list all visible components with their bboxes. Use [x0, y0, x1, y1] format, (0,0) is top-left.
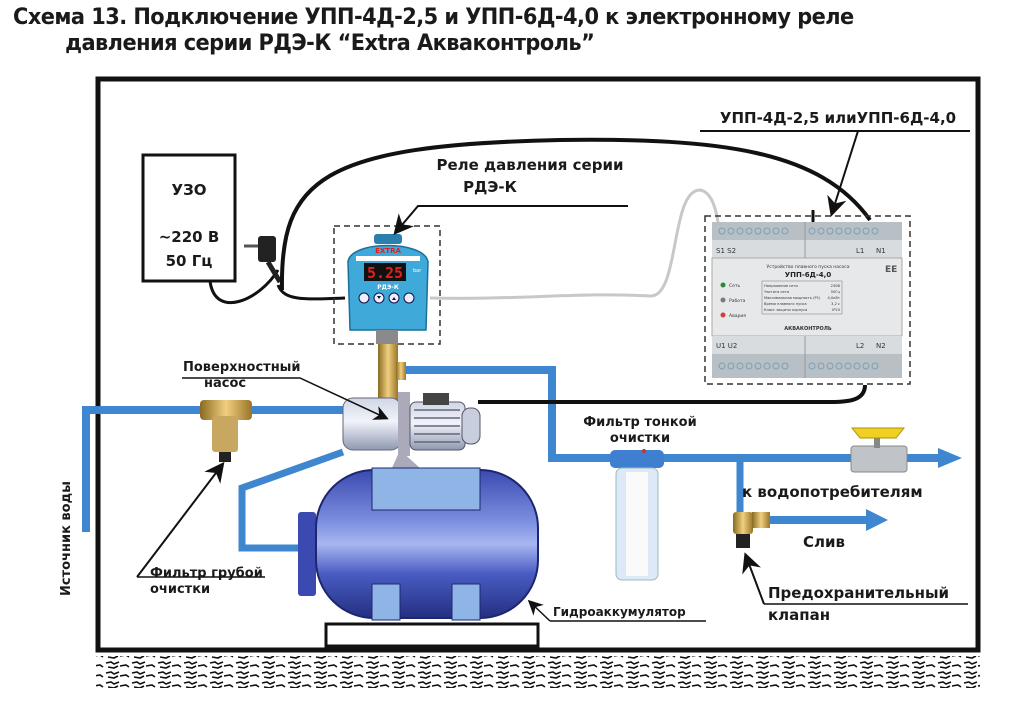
fine-filter-label-line1: Фильтр тонкой: [583, 415, 696, 430]
pressure-relay-device: EXTRA 5.25 bar РДЭ-К: [347, 234, 429, 331]
indicator-work-icon: [720, 297, 726, 303]
upp-spec-table: Напряжение сети 230В Частота сети 50Гц М…: [764, 284, 841, 312]
spec-name: Частота сети: [764, 290, 790, 294]
consumers-arrow-icon: [938, 448, 962, 468]
surface-pump: [342, 392, 481, 468]
indicator-network-icon: [720, 282, 726, 288]
drain-label: Слив: [803, 533, 845, 551]
upp-model: УПП-6Д-4,0: [785, 271, 832, 279]
relay-model: РДЭ-К: [377, 284, 399, 291]
brass-tee-fitting: [376, 330, 406, 404]
pipe-pump-to-tank: [238, 448, 345, 552]
indicator-network: Сеть: [729, 283, 741, 289]
safety-valve: [733, 512, 770, 548]
voltage-label: ~220 В: [159, 228, 220, 246]
safety-valve-callout-line: [742, 552, 765, 605]
upp-brand-footer: АКВАКОНТРОЛЬ: [784, 326, 832, 332]
upp-terminal-s1s2: S1 S2: [716, 247, 736, 255]
hydro-accumulator: [298, 467, 540, 648]
relay-label-line1: Реле давления серии: [437, 156, 624, 174]
fine-filter: [610, 449, 664, 581]
relay-brand: EXTRA: [375, 247, 401, 255]
power-plug-icon: [244, 236, 283, 284]
indicator-work: Работа: [729, 298, 746, 304]
accumulator-callout-line: [527, 599, 551, 622]
coarse-filter-callout-line: [136, 461, 225, 578]
consumers-label: к водопотребителям: [742, 483, 923, 501]
spec-value: 4,0кВт: [828, 296, 840, 300]
uzo-cable: [208, 269, 280, 305]
pump-motor-cable: [478, 384, 867, 404]
relay-highlight-box: [333, 225, 441, 345]
spec-value: 50Гц: [831, 290, 841, 294]
relay-unit: bar: [413, 268, 422, 274]
coarse-filter-label-line1: Фильтр грубой: [150, 566, 263, 581]
upp-label: УПП-4Д-2,5 илиУПП-6Д-4,0: [720, 109, 956, 127]
spec-name: Класс защиты корпуса: [764, 308, 807, 312]
relay-button-select: [358, 292, 370, 304]
relay-power-cable: [276, 284, 346, 301]
accumulator-label: Гидроаккумулятор: [553, 605, 686, 619]
spec-name: Напряжение сети: [764, 284, 798, 288]
spec-name: Время плавного пуска: [764, 302, 807, 306]
ball-valve: [850, 427, 908, 473]
ground-hatch: [96, 656, 980, 688]
relay-callout-line: [393, 205, 628, 236]
upp-supply-cable: [279, 137, 872, 291]
water-source-label: Источник воды: [59, 481, 74, 596]
pipe-main-outlet: [400, 366, 940, 462]
coarse-filter-label-line2: очистки: [150, 582, 210, 597]
safety-valve-label-line1: Предохранительный: [768, 584, 949, 602]
installation-frame: [95, 76, 981, 653]
indicator-alarm: Авария: [729, 313, 746, 319]
pump-label-line1: Поверхностный: [183, 360, 301, 375]
relay-label-line2: РДЭ-К: [463, 178, 518, 196]
upp-callout-line: [827, 130, 859, 217]
relay-signal-cable: [429, 188, 720, 300]
title-line-2: давления серии РДЭ-К “Extra Акваконтроль…: [65, 30, 595, 56]
safety-valve-label-line2: клапан: [768, 606, 830, 624]
upp-header: Устройство плавного пуска насоса: [767, 263, 850, 270]
indicator-alarm-icon: [720, 312, 726, 318]
diagram-title: Схема 13. Подключение УПП-4Д-2,5 и УПП-6…: [0, 4, 952, 56]
uzo-label: УЗО: [172, 181, 207, 199]
fine-filter-label-line2: очистки: [610, 431, 670, 446]
relay-button-set: [403, 292, 415, 304]
coarse-filter: [200, 400, 252, 462]
title-line-1: Схема 13. Подключение УПП-4Д-2,5 и УПП-6…: [13, 4, 854, 30]
upp-terminal-n2: N2: [876, 342, 886, 350]
drain-arrow-icon: [866, 509, 888, 531]
pump-callout-line: [182, 377, 389, 420]
source-pipe: [82, 406, 200, 532]
upp-terminal-l1: L1: [856, 247, 864, 255]
relay-display: 5.25: [367, 264, 403, 282]
uzo-box: [141, 153, 237, 283]
upp-terminal-n1: N1: [876, 247, 886, 255]
upp-highlight-box: [704, 215, 911, 385]
spec-value: 230В: [831, 284, 841, 288]
upp-terminal-l2: L2: [856, 342, 864, 350]
upp-terminal-u1u2: U1 U2: [716, 342, 737, 350]
spec-value: IP20: [832, 308, 841, 312]
pump-label-line2: насос: [204, 376, 246, 391]
upp-logo-icon: ЕЕ: [885, 265, 897, 275]
spec-name: Максимальная мощность (P1): [764, 296, 821, 300]
upp-soft-starter-device: S1 S2 L1 N1 U1 U2 L2 N2 Устройство плавн…: [711, 222, 903, 378]
frequency-label: 50 Гц: [166, 252, 213, 270]
spec-value: 3,2 с: [831, 302, 840, 306]
